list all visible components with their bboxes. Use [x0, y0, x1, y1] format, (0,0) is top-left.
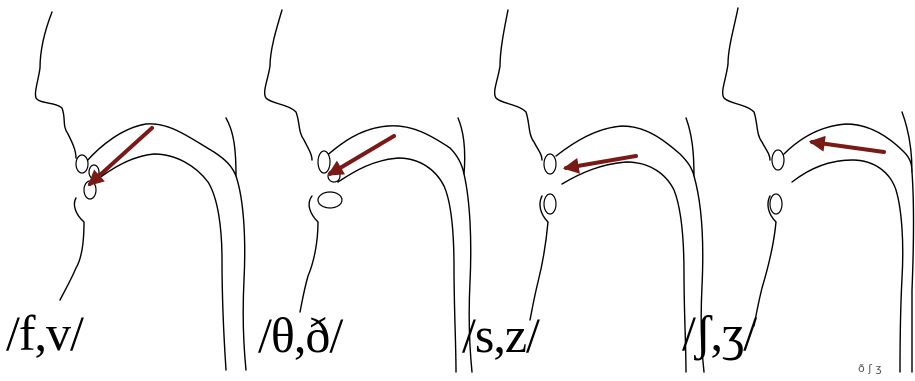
face-profile	[495, 10, 542, 160]
label-labiodental: /f,v/	[6, 308, 83, 358]
face-profile	[35, 12, 76, 158]
upper-tooth	[318, 151, 330, 173]
face-profile	[265, 10, 312, 160]
lower-jaw	[530, 196, 548, 320]
tongue	[562, 162, 686, 372]
label-alveolar: /s,z/	[462, 310, 539, 360]
lower-jaw	[300, 196, 318, 312]
corner-mark: ð ʃ ʒ	[858, 362, 882, 375]
lower-jaw	[60, 198, 84, 300]
lower-tooth	[770, 194, 782, 214]
tongue	[338, 158, 456, 372]
lower-jaw	[754, 196, 776, 326]
label-postalveolar: /ʃ,ʒ/	[682, 308, 756, 358]
upper-tooth	[772, 150, 784, 170]
label-dental: /θ,ð/	[258, 310, 342, 360]
upper-tooth	[76, 155, 88, 173]
tongue	[792, 160, 903, 372]
lower-tooth	[318, 192, 342, 208]
lower-tooth	[544, 194, 556, 214]
face-profile	[723, 8, 770, 160]
pharynx	[912, 172, 914, 372]
tongue	[94, 154, 226, 370]
pharynx	[236, 176, 246, 370]
palate	[556, 126, 694, 176]
upper-tooth	[544, 154, 556, 174]
articulation-arrow	[812, 142, 884, 152]
